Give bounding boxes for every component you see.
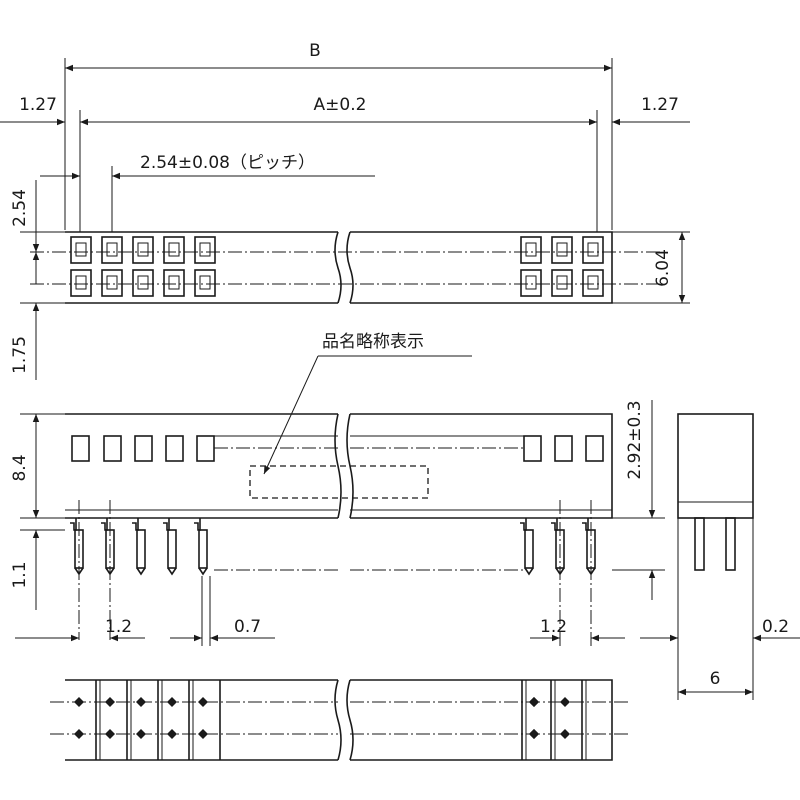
dimension-row-pitch: 2.54 — [10, 180, 65, 284]
label-row-pitch: 2.54 — [10, 189, 30, 227]
side-view — [677, 413, 754, 700]
label-side-width: 6 — [710, 669, 721, 689]
dimension-overall-length: B — [64, 41, 613, 230]
front-view — [65, 413, 613, 640]
front-view-pins — [70, 517, 596, 576]
label-marking: 品名略称表示 — [322, 332, 424, 352]
label-spacing-left: 1.2 — [105, 617, 132, 637]
dimension-pin-spacing-right: 1.2 — [530, 500, 625, 648]
dimension-top-width: 6.04 — [612, 231, 690, 304]
dimension-pin-spacing-left: 1.2 — [15, 617, 145, 642]
dimension-end-margin-right: 1.27 — [612, 95, 690, 126]
label-edge-offset: 1.75 — [10, 336, 30, 374]
dimension-pin-length: 1.1 — [10, 529, 65, 610]
dimension-pitch: 2.54±0.08（ピッチ） — [40, 153, 375, 232]
label-b: B — [309, 41, 321, 61]
label-pitch: 2.54±0.08（ピッチ） — [140, 153, 315, 173]
label-pin-thickness: 0.7 — [234, 617, 261, 637]
dimension-body-height: 8.4 — [10, 413, 65, 519]
label-pin-length: 1.1 — [10, 561, 30, 588]
bottom-view — [50, 679, 630, 761]
dimension-contact-height: 2.92±0.3 — [612, 400, 665, 600]
dimension-pin-row-length: A±0.2 — [79, 95, 598, 232]
label-contact-height: 2.92±0.3 — [625, 400, 645, 479]
label-a: A±0.2 — [314, 95, 367, 115]
front-view-windows — [71, 435, 604, 462]
marking-note: 品名略称表示 — [263, 332, 472, 475]
marking-area — [249, 465, 429, 499]
dimension-edge-offset: 1.75 — [10, 302, 65, 380]
dimension-end-margin-left: 1.27 — [0, 95, 65, 126]
label-margin-left: 1.27 — [19, 95, 57, 115]
label-margin-right: 1.27 — [641, 95, 679, 115]
bottom-view-pins — [74, 679, 587, 761]
dimension-side-offset: 0.2 — [640, 617, 800, 642]
label-body-height: 8.4 — [10, 454, 30, 481]
dimension-pin-thickness: 0.7 — [170, 576, 275, 646]
label-spacing-right: 1.2 — [540, 617, 567, 637]
top-view — [30, 231, 660, 304]
label-side-offset: 0.2 — [762, 617, 789, 637]
label-top-width: 6.04 — [653, 249, 673, 287]
dimension-side-width: 6 — [678, 669, 753, 696]
top-view-contacts — [70, 236, 604, 297]
